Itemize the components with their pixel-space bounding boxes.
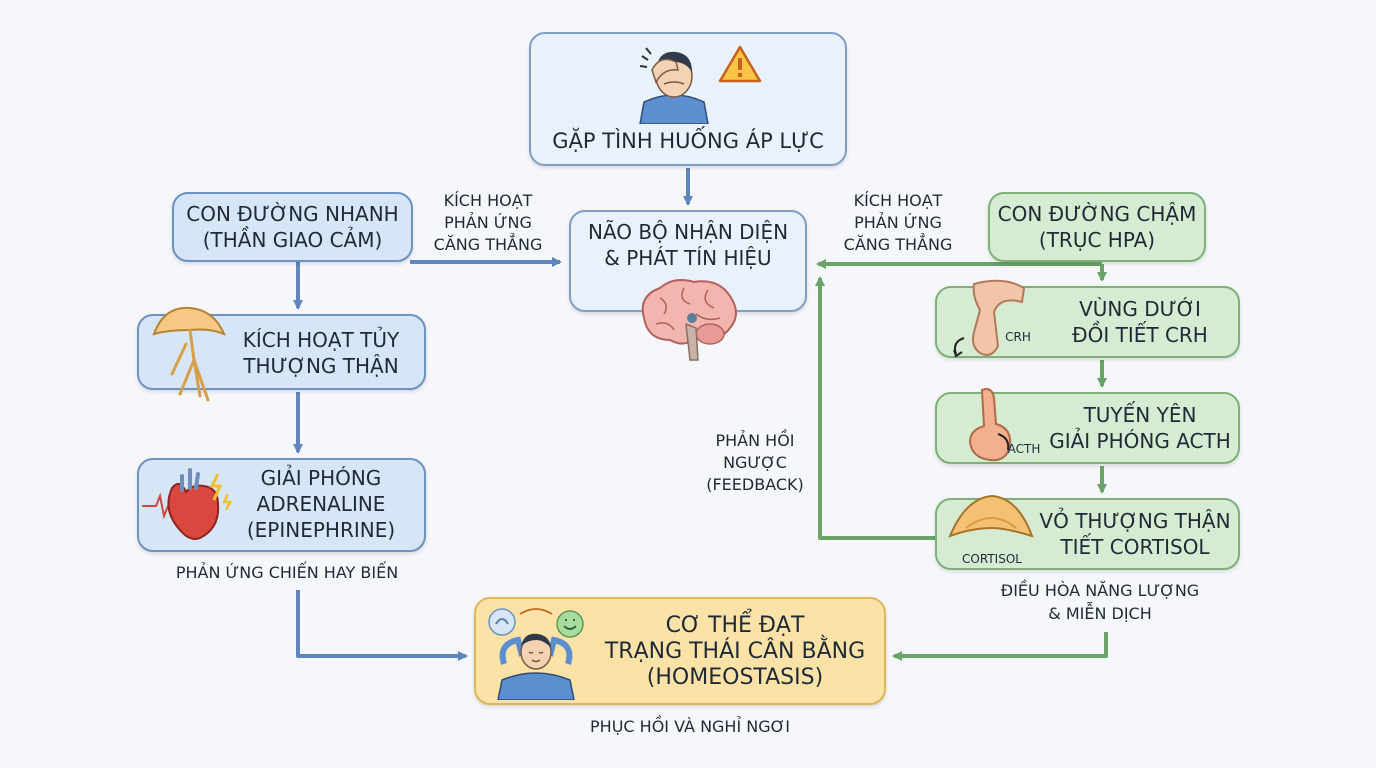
slow-pathway-box	[988, 192, 1206, 262]
feedback-line2: NGƯỢC	[723, 453, 787, 472]
activate-right-line3: CĂNG THẲNG	[843, 235, 953, 254]
result-line2: TRẠNG THÁI CÂN BẰNG	[604, 639, 866, 664]
activate-left-line3: CĂNG THẲNG	[433, 235, 543, 254]
activate-right-line2: PHẢN ỨNG	[854, 213, 942, 232]
slow-step1-line1: VÙNG DƯỚI	[1079, 297, 1201, 321]
warning-icon	[718, 45, 762, 83]
relaxed-person-icon	[488, 608, 584, 700]
arrow-slow-to-result	[892, 632, 1108, 661]
slow-step3-line1: VỎ THƯỢNG THẬN	[1039, 509, 1231, 533]
adrenal-cortex-icon	[948, 494, 1034, 538]
fast-caption: PHẢN ỨNG CHIẾN HAY BIẾN	[175, 563, 399, 582]
adrenal-medulla-icon	[152, 306, 226, 402]
activate-left-line2: PHẢN ỨNG	[444, 213, 532, 232]
crh-tag: CRH	[1005, 330, 1031, 344]
slow-step2-line1: TUYẾN YÊN	[1083, 403, 1197, 427]
slow-step1-line2: ĐỒI TIẾT CRH	[1072, 323, 1208, 347]
activate-right-line1: KÍCH HOẠT	[853, 191, 943, 210]
feedback-line3: (FEEDBACK)	[706, 475, 804, 494]
fast-step2-line3: (EPINEPHRINE)	[246, 518, 396, 542]
brain-icon	[641, 279, 737, 361]
fast-step2-line1: GIẢI PHÓNG	[260, 466, 382, 490]
cortisol-tag: CORTISOL	[962, 552, 1022, 566]
fast-pathway-title-line1: CON ĐƯỜNG NHANH	[186, 202, 399, 226]
acth-tag: ACTH	[1007, 442, 1041, 456]
arrow-fast-to-result	[296, 590, 468, 661]
feedback-line1: PHẢN HỒI	[715, 431, 795, 450]
activate-left-line1: KÍCH HOẠT	[443, 191, 533, 210]
brain-title-line1: NÃO BỘ NHẬN DIỆN	[587, 220, 789, 244]
slow-caption-line1: ĐIỀU HÒA NĂNG LƯỢNG	[1000, 581, 1200, 600]
pituitary-icon	[968, 388, 1012, 462]
slow-caption-line2: & MIỄN DỊCH	[1048, 604, 1152, 623]
result-line3: (HOMEOSTASIS)	[646, 665, 824, 690]
fast-pathway-box	[172, 192, 413, 262]
slow-step2-line2: GIẢI PHÓNG ACTH	[1049, 429, 1231, 453]
result-caption: PHỤC HỒI VÀ NGHỈ NGƠI	[590, 717, 790, 736]
fast-step2-line2: ADRENALINE	[256, 492, 386, 516]
fast-pathway-title-line2: (THẦN GIAO CẢM)	[202, 228, 383, 252]
arrow-feedback	[815, 276, 936, 540]
stressed-person-icon	[639, 47, 709, 124]
stress-title: GẶP TÌNH HUỐNG ÁP LỰC	[552, 129, 824, 153]
result-line1: CƠ THỂ ĐẠT	[665, 613, 805, 638]
slow-pathway-title-line2: (TRỤC HPA)	[1038, 228, 1156, 252]
fast-step1-line1: KÍCH HOẠT TỦY	[242, 328, 400, 352]
heart-icon	[142, 468, 233, 540]
hypothalamus-icon	[953, 279, 1026, 358]
brain-title-line2: & PHÁT TÍN HIỆU	[604, 246, 772, 270]
slow-step3-line2: TIẾT CORTISOL	[1060, 535, 1210, 559]
slow-pathway-title-line1: CON ĐƯỜNG CHẬM	[997, 202, 1197, 226]
fast-step1-line2: THƯỢNG THẬN	[243, 354, 399, 378]
